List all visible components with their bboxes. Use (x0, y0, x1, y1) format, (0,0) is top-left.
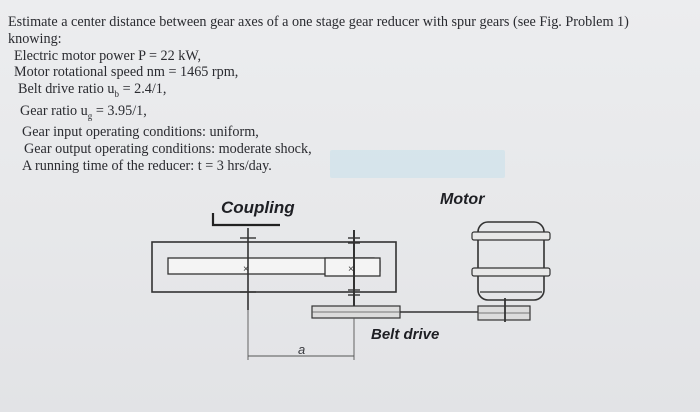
given-gear-ratio: Gear ratio ug = 3.95/1, (8, 103, 698, 125)
output-gear-cross-icon: × (243, 264, 249, 275)
problem-title: Estimate a center distance between gear … (8, 14, 629, 30)
given-input-conditions: Gear input operating conditions: uniform… (22, 124, 259, 141)
belt-ratio-value: = 2.4/1, (119, 81, 167, 98)
belt-ratio-text: Belt drive ratio u (18, 81, 115, 98)
given-output-conditions: Gear output operating conditions: modera… (24, 141, 312, 158)
motor-band-top (471, 231, 551, 241)
given-running-time: A running time of the reducer: t = 3 hrs… (22, 158, 272, 175)
input-gear-body (324, 257, 381, 277)
coupling-label: Coupling (221, 198, 295, 217)
motor-body (477, 221, 545, 301)
center-distance-label: a (298, 342, 305, 357)
given-motor-speed: Motor rotational speed nm = 1465 rpm, (14, 64, 239, 81)
problem-knowing: knowing: (8, 30, 62, 47)
belt-drive-label: Belt drive (371, 326, 439, 343)
watermark-bleed (330, 150, 505, 178)
given-motor-power: Electric motor power P = 22 kW, (14, 47, 202, 64)
gear-ratio-text: Gear ratio u (20, 102, 88, 119)
problem-statement: Estimate a center distance between gear … (8, 14, 698, 175)
input-gear-cross-icon: × (348, 264, 354, 275)
reducer-housing (151, 241, 397, 293)
belt-ratio-subscript: b (114, 89, 120, 100)
given-belt-ratio: Belt drive ratio ub = 2.4/1, (8, 81, 698, 103)
coupling-leader (211, 213, 280, 227)
motor-band-bottom (471, 267, 551, 277)
motor-label: Motor (440, 191, 485, 208)
gear-ratio-subscript: g (87, 110, 93, 121)
gear-ratio-value: = 3.95/1, (92, 102, 147, 119)
